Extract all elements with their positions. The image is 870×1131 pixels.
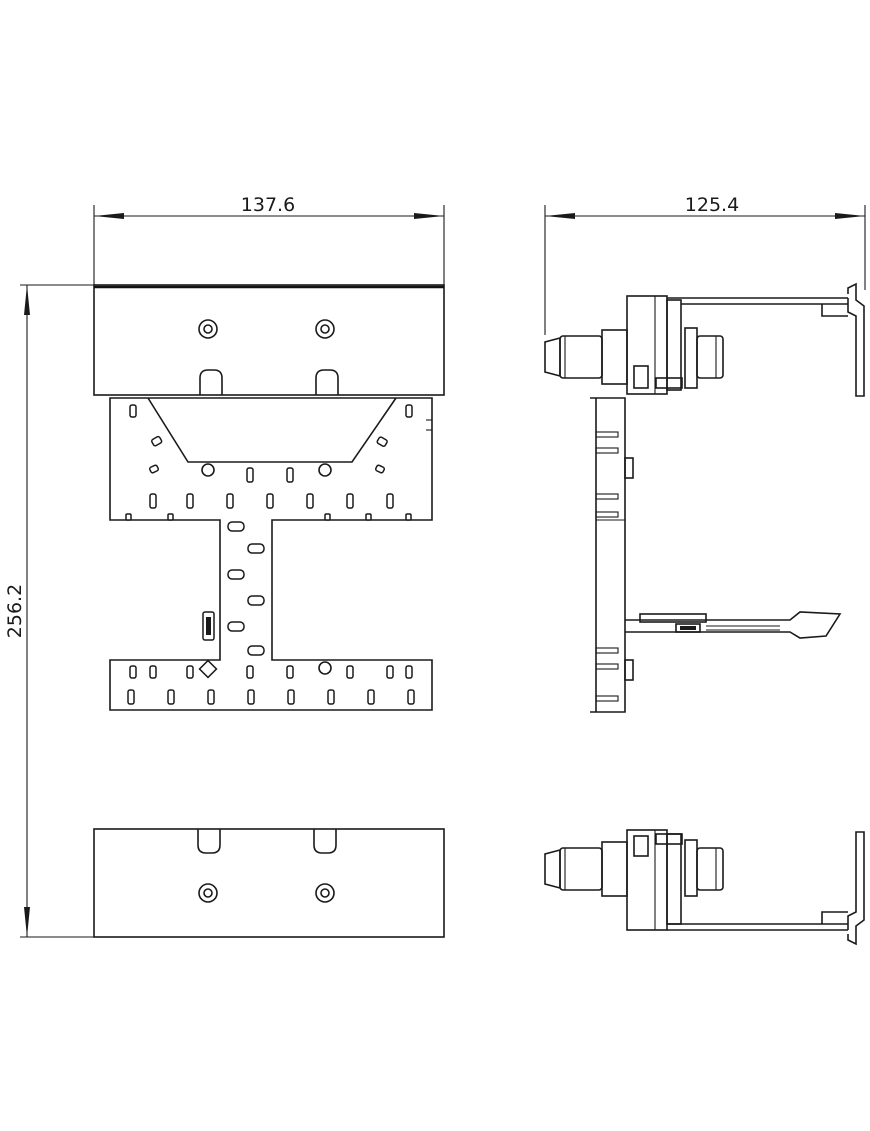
front-top-block: [93, 284, 445, 396]
front-h-plate: [109, 397, 433, 711]
front-bottom-block: [93, 828, 445, 938]
dimension-side-width: 125.4: [544, 194, 866, 335]
dimension-label-side-width: 125.4: [685, 194, 739, 216]
side-top-assembly: [544, 282, 865, 397]
dimension-front-width: 137.6: [93, 194, 445, 285]
dimension-label-front-width: 137.6: [241, 194, 295, 216]
dimension-label-height: 256.2: [4, 584, 26, 638]
side-middle-assembly: [590, 397, 842, 713]
dimension-height: 256.2: [4, 284, 444, 938]
side-bottom-assembly: [544, 829, 865, 946]
